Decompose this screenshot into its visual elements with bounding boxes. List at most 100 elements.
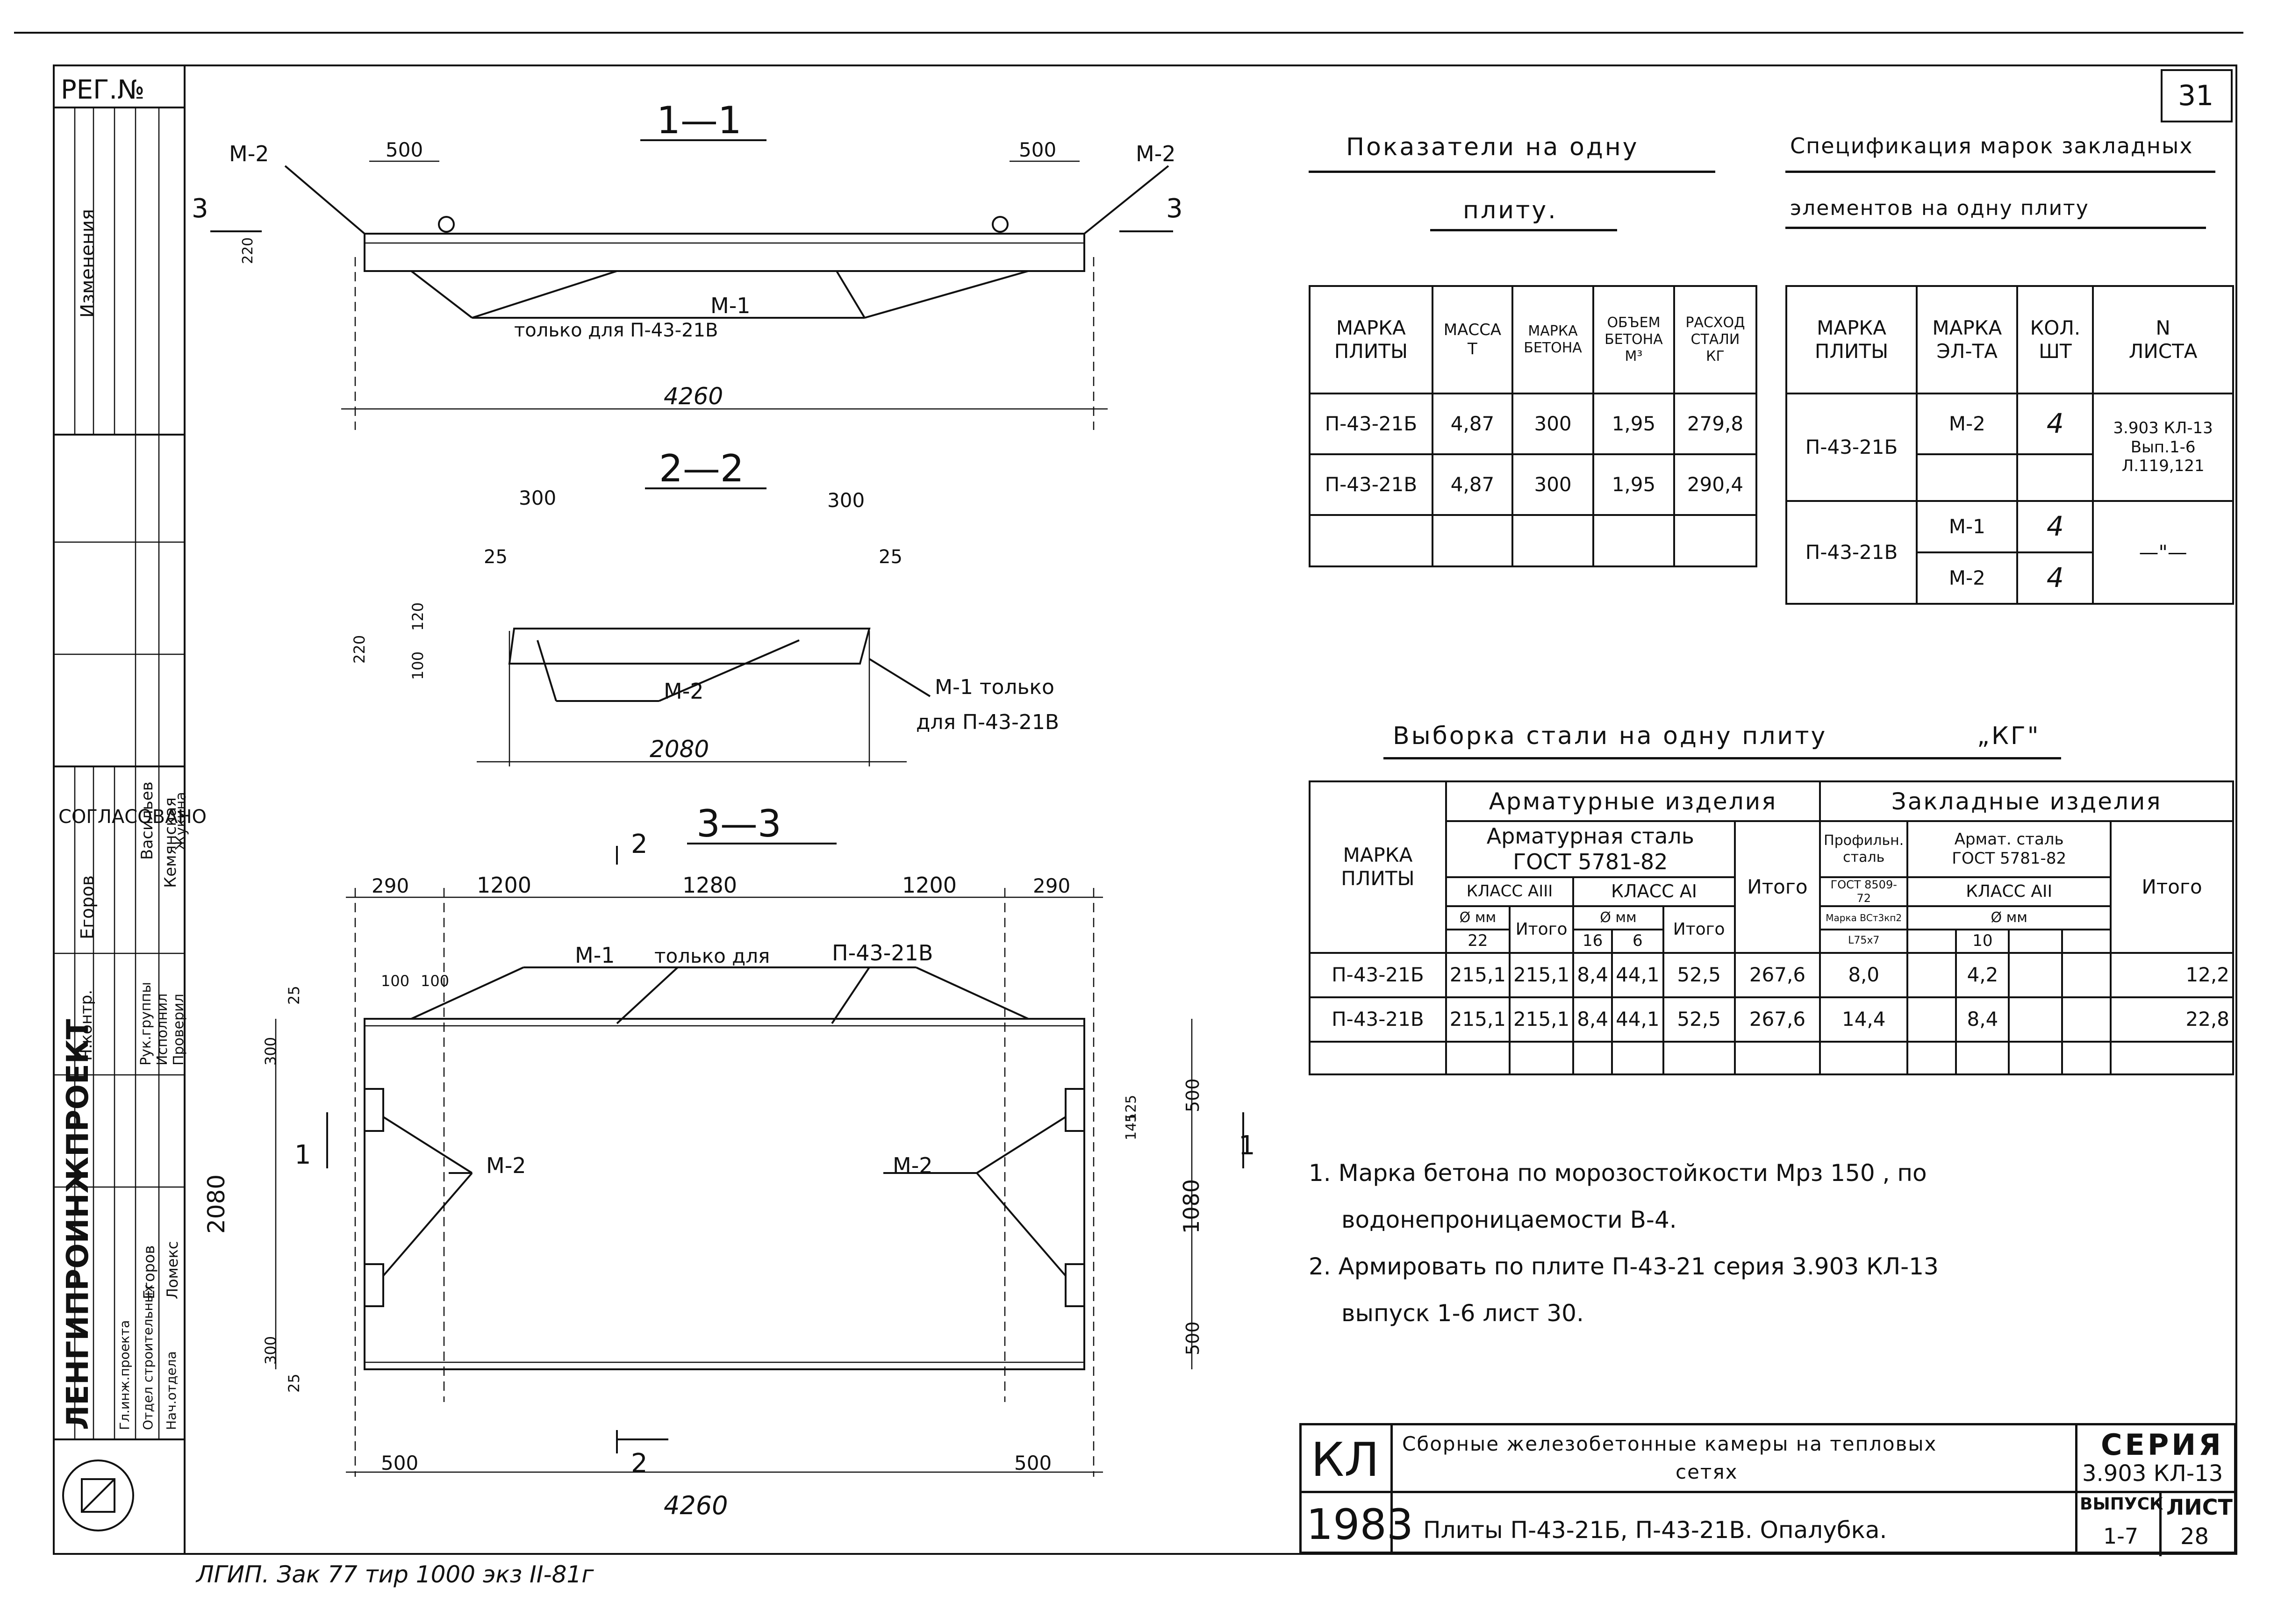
sec33-500r2: 500 — [1182, 1321, 1203, 1355]
t3-mark-bst: Марка ВСт3кп2 — [1819, 905, 1909, 930]
table1-title2: плиту. — [1463, 196, 1558, 224]
t2-h3: КОЛ.ШТ — [2016, 285, 2094, 394]
sec11-dim-500a: 500 — [386, 138, 423, 161]
t3-gost8509: ГОСТ 8509-72 — [1819, 876, 1909, 907]
t1-r1c4: 1,95 — [1592, 393, 1675, 455]
sec33-1080: 1080 — [1179, 1179, 1204, 1234]
t3-d22: 22 — [1445, 928, 1511, 954]
sec33-2080: 2080 — [203, 1174, 230, 1234]
sec33-1280: 1280 — [682, 873, 737, 898]
t3-phi-a3: Ø мм — [1445, 905, 1511, 930]
sheet-number: 31 — [2178, 79, 2214, 112]
tb-sheet-label: ЛИСТ — [2166, 1495, 2233, 1520]
table1-title2-underline — [1430, 229, 1617, 231]
sec22-title: 2—2 — [659, 447, 744, 490]
sec33-125: 125 — [1123, 1095, 1139, 1122]
sec33-2top: 2 — [631, 829, 648, 859]
sec33-300a: 300 — [262, 1037, 279, 1066]
print-note: ЛГИП. Зак 77 тир 1000 экз II-81г — [196, 1561, 594, 1588]
sec33-25a: 25 — [285, 986, 303, 1005]
sec33-p43: П-43-21В — [832, 940, 933, 966]
sec33-145: 145 — [1123, 1114, 1139, 1140]
sec22-300b: 300 — [827, 489, 865, 512]
sec22-2080: 2080 — [650, 736, 709, 763]
tb-desc1b: сетях — [1676, 1460, 1738, 1483]
t1-r1c1: П-43-21Б — [1309, 393, 1433, 455]
sec11-3b: 3 — [1166, 193, 1183, 224]
t1-r2c2: 4,87 — [1431, 453, 1514, 516]
approved-label: СОГЛАСОВАНО — [58, 806, 207, 828]
t1-r2c1: П-43-21В — [1309, 453, 1433, 516]
sec33-1b: 1 — [1239, 1130, 1255, 1161]
t2-r1-qty: 4 — [2016, 393, 2094, 455]
sec33-300b: 300 — [262, 1336, 279, 1365]
sec11-m2b: М-2 — [1136, 141, 1176, 166]
table-row: П-43-21Б 215,1 215,1 8,4 44,1 52,5 267,6… — [1309, 952, 2234, 998]
sec11-title: 1—1 — [657, 99, 742, 142]
note-line-2: водонепроницаемости В-4. — [1341, 1206, 1677, 1233]
t3-cls-a3: КЛАСС АIII — [1445, 876, 1575, 907]
tb-issue: 1-7 — [2103, 1524, 2139, 1549]
sec33-100b: 100 — [421, 972, 449, 990]
table2-title: Спецификация марок закладных — [1790, 133, 2193, 158]
table3-title: Выборка стали на одну плиту — [1393, 722, 1827, 750]
table2-title-underline — [1785, 171, 2215, 173]
sec33-title: 3—3 — [696, 802, 781, 845]
note-line-1: 1. Марка бетона по морозостойкости Мрз 1… — [1309, 1159, 1927, 1187]
sec11-m1: М-1 — [710, 293, 751, 318]
sec22-25b: 25 — [879, 546, 902, 568]
t3-phi-a2: Ø мм — [1906, 905, 2112, 930]
sec33-500b2: 500 — [1014, 1452, 1052, 1474]
t2-r1-el: М-2 — [1916, 393, 2019, 455]
sec11-m2a: М-2 — [229, 141, 269, 166]
tb-year: 1983 — [1306, 1500, 1414, 1549]
t2-r2-plate: П-43-21В — [1785, 500, 1918, 605]
t3-itogo-a3: Итого — [1509, 905, 1575, 954]
tb-desc2: Плиты П-43-21Б, П-43-21В. Опалубка. — [1423, 1517, 1887, 1544]
table3-title-underline — [1383, 757, 2061, 759]
sec33-only: только для — [654, 944, 770, 967]
t3-phi-a1: Ø мм — [1572, 905, 1664, 930]
t3-cls-a1: КЛАСС АI — [1572, 876, 1736, 907]
t3-profile: Профильн.сталь — [1819, 820, 1909, 878]
sec22-100: 100 — [409, 651, 427, 680]
table2-title2: элементов на одну плиту — [1790, 196, 2089, 220]
tb-issue-label: ВЫПУСК — [2080, 1495, 2163, 1514]
t3-d10: 10 — [1955, 928, 2010, 954]
sec33-500r1: 500 — [1182, 1078, 1203, 1112]
notes: 1. Марка бетона по морозостойкости Мрз 1… — [1309, 1150, 2103, 1337]
t3-cls-a2: КЛАСС АII — [1906, 876, 2112, 907]
table1-title: Показатели на одну — [1346, 133, 1639, 161]
sec11-4260: 4260 — [664, 383, 723, 410]
sec33-290b: 290 — [1033, 874, 1070, 897]
t3-group1: Арматурные изделия — [1445, 780, 1821, 822]
t2-r3-qty: 4 — [2016, 551, 2094, 605]
tb-series: 3.903 КЛ-13 — [2082, 1460, 2223, 1487]
t1-r2c3: 300 — [1511, 453, 1594, 516]
sec22-m1: М-1 только — [935, 675, 1054, 699]
table-row: П-43-21В 215,1 215,1 8,4 44,1 52,5 267,6… — [1309, 996, 2234, 1043]
t2-r2-el: М-1 — [1916, 500, 2019, 553]
t1-r2c4: 1,95 — [1592, 453, 1675, 516]
sec22-25a: 25 — [484, 546, 508, 568]
t2-r2-sheet: —"— — [2092, 500, 2234, 605]
t1-r2c5: 290,4 — [1673, 453, 1758, 516]
sec11-only: только для П-43-21В — [514, 320, 718, 341]
tb-code: КЛ — [1311, 1432, 1380, 1487]
tb-series-label: СЕРИЯ — [2101, 1428, 2224, 1462]
t3-d6: 6 — [1611, 928, 1664, 954]
sec33-290a: 290 — [372, 874, 409, 897]
sec22-220: 220 — [351, 635, 368, 664]
t3-l75: L75x7 — [1819, 928, 1909, 954]
t1-r1c5: 279,8 — [1673, 393, 1758, 455]
